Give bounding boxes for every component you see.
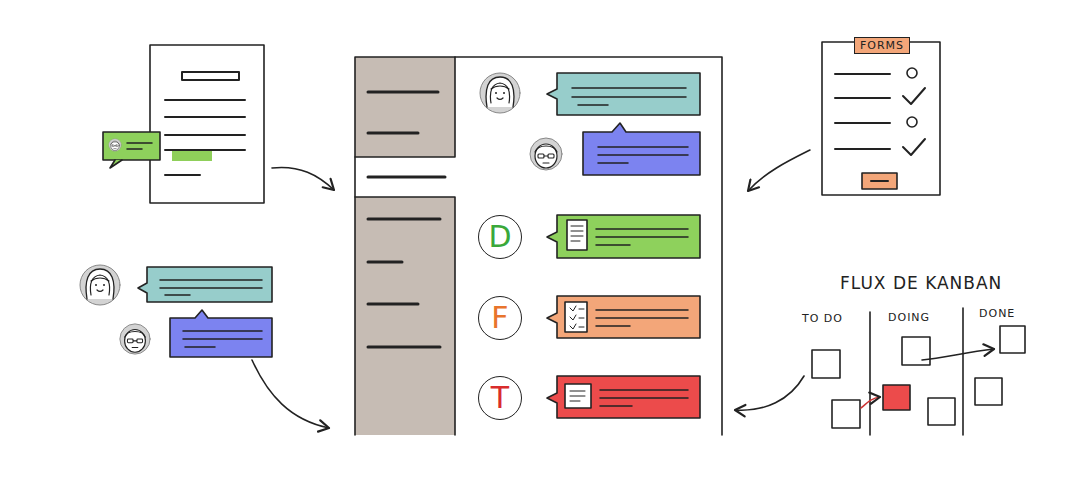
letter-circle: T (478, 376, 522, 420)
forms-clipboard (822, 42, 940, 195)
kanban-board (812, 308, 1025, 435)
circle-letter: F (491, 303, 508, 333)
kanban-title: FLUX DE KANBAN (840, 273, 1002, 293)
column-header: TO DO (802, 312, 843, 325)
app-window (355, 57, 722, 435)
circle-letter: T (491, 383, 509, 413)
column-header: DOING (888, 311, 930, 324)
tab-label: FORMS (860, 40, 904, 51)
document-sketch (103, 45, 264, 203)
circle-letter: D (488, 222, 511, 252)
letter-circle: D (478, 215, 522, 259)
column-header: DONE (979, 307, 1015, 320)
forms-tab: FORMS (854, 37, 910, 54)
letter-circle: F (478, 296, 522, 340)
chat-sketch (80, 265, 272, 357)
